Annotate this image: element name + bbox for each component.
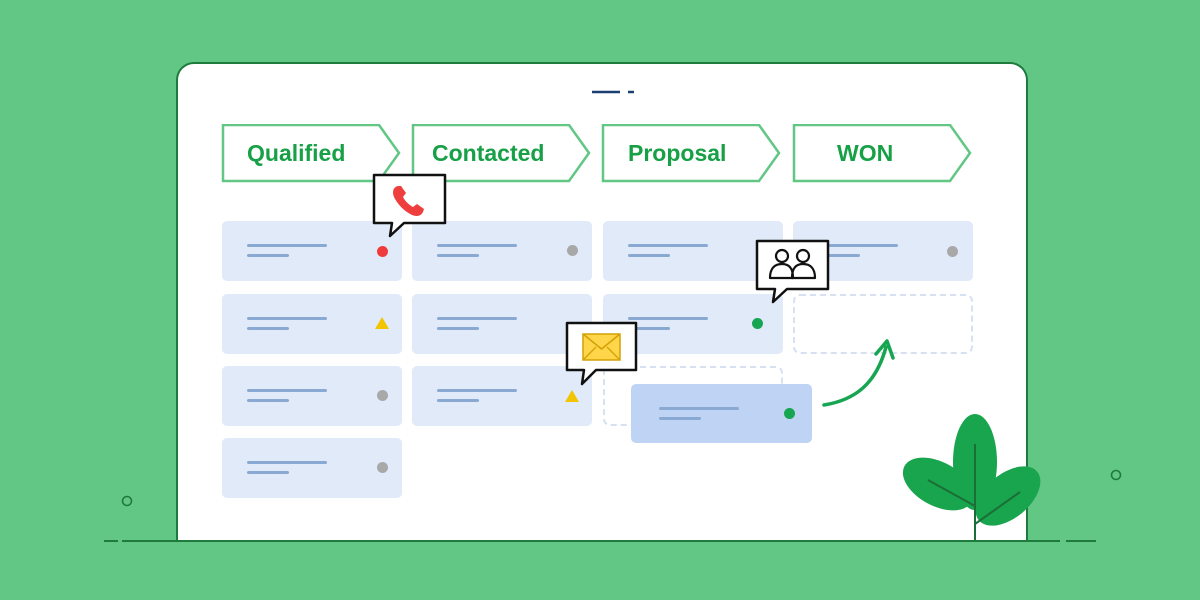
move-arrow-icon	[822, 339, 895, 407]
stage-label: Proposal	[628, 140, 727, 166]
status-warning-icon	[565, 390, 579, 402]
status-dot-gray	[947, 246, 958, 257]
stage-arrow-shape	[411, 124, 591, 183]
card-text-line	[247, 254, 289, 257]
status-dot-green	[784, 408, 795, 419]
deal-card[interactable]	[222, 438, 402, 498]
card-text-line	[628, 317, 708, 320]
stage-label: Contacted	[432, 140, 545, 166]
stage-label: WON	[837, 140, 894, 166]
card-text-line	[628, 254, 670, 257]
card-text-line	[437, 317, 517, 320]
card-text-line	[247, 389, 327, 392]
stage-qualified[interactable]: Qualified	[221, 124, 401, 183]
card-text-line	[437, 244, 517, 247]
card-text-line	[437, 389, 517, 392]
deal-card[interactable]	[222, 366, 402, 426]
stage-arrow-shape	[221, 124, 401, 183]
plant-illustration	[902, 414, 1041, 540]
card-text-line	[247, 399, 289, 402]
card-text-line	[437, 399, 479, 402]
deal-card[interactable]	[222, 221, 402, 281]
deal-card[interactable]	[603, 221, 783, 281]
deal-card[interactable]	[412, 221, 592, 281]
card-text-line	[437, 254, 479, 257]
decor-circle-right	[1110, 469, 1122, 481]
stage-won[interactable]: WON	[792, 124, 972, 183]
card-text-line	[818, 254, 860, 257]
status-dot-gray	[377, 390, 388, 401]
card-text-line	[247, 317, 327, 320]
stage-contacted[interactable]: Contacted	[411, 124, 591, 183]
deal-card[interactable]	[412, 294, 592, 354]
status-dot-gray	[567, 245, 578, 256]
card-text-line	[659, 407, 739, 410]
stage-proposal[interactable]: Proposal	[601, 124, 781, 183]
stage-label: Qualified	[247, 140, 346, 166]
stage-arrow-shape	[792, 124, 972, 183]
ground-line	[104, 540, 1096, 542]
card-text-line	[247, 244, 327, 247]
status-dot-red	[377, 246, 388, 257]
deal-card[interactable]	[412, 366, 592, 426]
card-text-line	[247, 471, 289, 474]
deal-card[interactable]	[222, 294, 402, 354]
stage-arrow-shape	[601, 124, 781, 183]
card-text-line	[437, 327, 479, 330]
phone-icon	[372, 173, 447, 238]
card-text-line	[247, 327, 289, 330]
card-text-line	[628, 327, 670, 330]
envelope-icon	[565, 321, 638, 386]
card-text-line	[818, 244, 898, 247]
dragged-deal-card[interactable]	[631, 384, 812, 443]
decor-circle-left	[121, 495, 133, 507]
status-warning-icon	[375, 317, 389, 329]
card-text-line	[659, 417, 701, 420]
window-handle	[592, 90, 634, 94]
status-dot-gray	[377, 462, 388, 473]
people-icon	[755, 239, 830, 304]
card-text-line	[628, 244, 708, 247]
card-text-line	[247, 461, 327, 464]
status-dot-green	[752, 318, 763, 329]
